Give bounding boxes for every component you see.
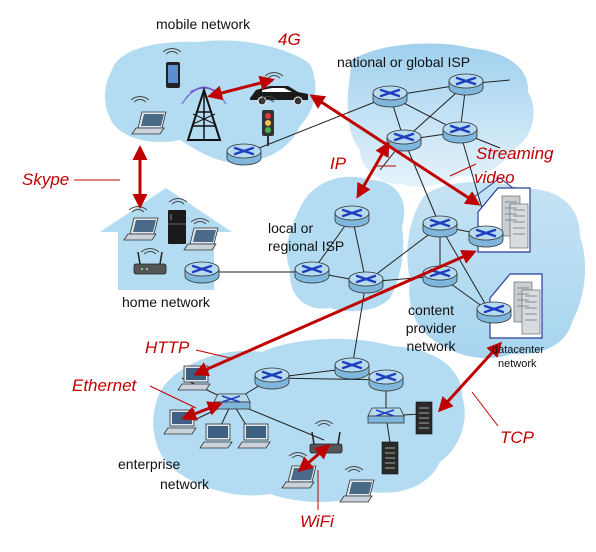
wifi-router-icon xyxy=(133,248,167,275)
protocol-skype-label: Skype xyxy=(22,170,70,189)
router-icon xyxy=(421,214,459,239)
datacenter-label-line2: network xyxy=(498,358,537,370)
http-arrow xyxy=(193,249,477,377)
protocol-arrows xyxy=(132,75,503,472)
router-icon xyxy=(225,142,263,167)
protocol-4g-label: 4G xyxy=(278,30,301,49)
server-icon xyxy=(381,441,399,475)
router-icon xyxy=(333,204,371,229)
wifi-arrow xyxy=(297,444,331,472)
datacenter-label-line1: datacenter xyxy=(492,344,544,356)
content-provider-label-line2: provider xyxy=(405,320,457,336)
national-isp-label: national or global ISP xyxy=(337,54,471,70)
local-isp-label-line2: regional ISP xyxy=(268,238,345,254)
leader-lines xyxy=(74,163,499,510)
protocol-ethernet-label: Ethernet xyxy=(72,376,137,395)
enterprise-label-line1: enterprise xyxy=(118,456,181,472)
router-icon xyxy=(475,300,513,325)
smartphone-icon xyxy=(162,48,182,88)
home-network-label: home network xyxy=(122,294,210,310)
4g-arrow xyxy=(207,75,275,101)
switch-icon xyxy=(213,393,251,410)
protocol-wifi-label: WiFi xyxy=(300,512,334,531)
protocol-streaming-label-line2: video xyxy=(474,168,515,187)
protocol-http-label: HTTP xyxy=(145,338,190,357)
fridge-icon xyxy=(168,198,188,244)
router-icon xyxy=(183,260,221,285)
traffic-light-icon xyxy=(258,96,278,146)
mobile-network-cloud xyxy=(104,40,316,163)
enterprise-label-line2: network xyxy=(160,476,210,492)
router-icon xyxy=(347,270,385,295)
router-icon xyxy=(293,260,331,285)
protocol-tcp-label: TCP xyxy=(500,428,534,447)
mobile-network-label: mobile network xyxy=(156,16,251,32)
router-icon xyxy=(367,368,405,393)
content-provider-label-line1: content xyxy=(408,302,454,318)
protocol-streaming-label-line1: Streaming xyxy=(476,144,554,163)
protocol-ip-label: IP xyxy=(330,154,347,173)
local-isp-label-line1: local or xyxy=(268,220,314,236)
router-icon xyxy=(333,356,371,381)
switch-icon xyxy=(367,407,405,424)
ethernet-arrow xyxy=(181,401,223,421)
router-icon xyxy=(447,72,485,97)
router-icon xyxy=(371,84,409,109)
router-icon xyxy=(467,224,505,249)
tcp-arrow xyxy=(437,341,503,413)
server-icon xyxy=(415,401,433,435)
router-icon xyxy=(441,120,479,145)
content-provider-label-line3: network xyxy=(406,338,456,354)
router-icon xyxy=(421,264,459,289)
streaming-arrow xyxy=(309,94,481,206)
router-icon xyxy=(253,366,291,391)
